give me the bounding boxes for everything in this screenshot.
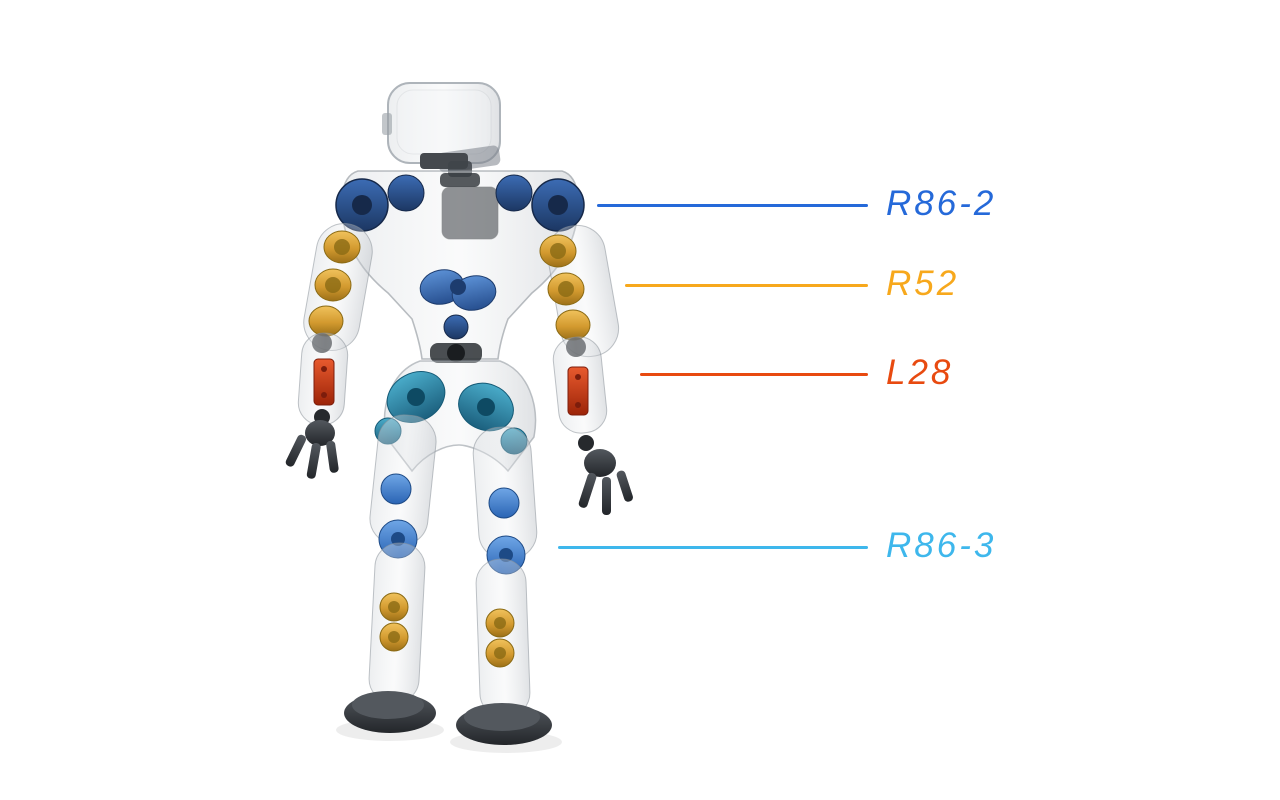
right-arm [539, 224, 633, 515]
ankle-actuators-gold-right [485, 608, 515, 668]
foot-left [344, 691, 436, 733]
label-knee-actuator: R86-3 [886, 526, 997, 566]
shoulder-motors [335, 173, 585, 232]
robot-head [382, 82, 501, 177]
hand-left [285, 409, 339, 479]
arm-actuators-gold-right [539, 234, 591, 341]
label-shoulder-actuator: R86-2 [886, 184, 997, 224]
leader-line-shoulder-actuator [597, 204, 868, 207]
leader-line-forearm-actuator [640, 373, 868, 376]
label-forearm-actuator: L28 [886, 353, 954, 393]
arm-actuators-gold-left [308, 230, 361, 337]
leader-line-elbow-actuator [625, 284, 868, 287]
forearm-actuator-red-right [567, 366, 589, 416]
left-leg [344, 414, 437, 733]
foot-right [456, 703, 552, 745]
forearm-actuator-red-left [313, 358, 335, 406]
ankle-actuators-gold-left [379, 592, 409, 652]
right-leg [456, 426, 552, 745]
label-elbow-actuator: R52 [886, 264, 960, 304]
chest-motors [419, 269, 497, 363]
humanoid-robot-illustration [285, 82, 633, 753]
leader-line-knee-actuator [558, 546, 868, 549]
left-arm [285, 223, 373, 479]
back-panel [441, 186, 499, 240]
hand-right [578, 435, 633, 515]
